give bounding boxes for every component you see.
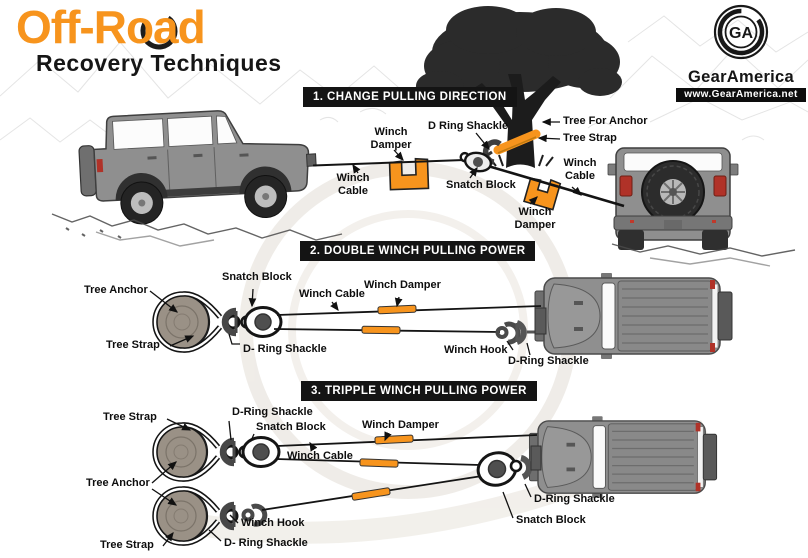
label-tree-anchor: Tree Anchor — [86, 477, 150, 489]
ground-rocks — [51, 213, 796, 267]
snatch-block-s3-top — [238, 436, 281, 468]
label-winch-cable: Winch Cable — [299, 288, 365, 300]
label-snatch-block: Snatch Block — [446, 179, 516, 191]
poster-title: Off-Road Recovery Techniques — [16, 4, 282, 77]
jeep-top-view-s2 — [534, 272, 733, 360]
label-winch-damper: Winch Damper — [370, 126, 412, 151]
label-d-ring-shackle: D-Ring Shackle — [534, 493, 615, 505]
snatch-block-s2 — [240, 306, 283, 338]
label-tree-strap: Tree Strap — [103, 411, 157, 423]
winch-s3 — [530, 445, 542, 471]
jeep-top-view-s3 — [528, 415, 718, 499]
label-d-ring-shackle: D- Ring Shackle — [243, 343, 327, 355]
jeep-rear-view — [607, 147, 739, 250]
winch-damper-s2 — [361, 304, 417, 335]
winch-hook-s2 — [495, 321, 521, 345]
label-winch-damper: Winch Damper — [364, 279, 441, 291]
d-ring-shackle-s3-bottom — [219, 501, 239, 531]
section-3-header: 3. TRIPPLE WINCH PULLING POWER — [301, 381, 537, 401]
label-winch-cable: Winch Cable — [287, 450, 353, 462]
tree-strap-s1 — [493, 129, 541, 155]
label-winch-hook: Winch Hook — [241, 517, 305, 529]
label-tree-strap: Tree Strap — [563, 132, 617, 144]
label-winch-cable: Winch Cable — [336, 172, 370, 197]
winch-s2 — [534, 307, 547, 335]
label-d-ring-shackle: D-Ring Shackle — [508, 355, 589, 367]
label-tree-for-anchor: Tree For Anchor — [563, 115, 648, 127]
label-d-ring-shackle: D-Ring Shackle — [232, 406, 313, 418]
brand-logo: GA GearAmerica www.GearAmerica.net — [676, 4, 806, 102]
label-d-ring-shackle: D Ring Shackle — [428, 120, 509, 132]
d-ring-shackle-s3-top — [219, 437, 239, 467]
label-winch-hook: Winch Hook — [444, 344, 508, 356]
snatch-block-s3-right — [476, 451, 518, 487]
jeep-side-view — [78, 110, 317, 225]
title-subtitle: Recovery Techniques — [36, 50, 282, 76]
label-snatch-block: Snatch Block — [516, 514, 586, 526]
label-winch-damper: Winch Damper — [514, 206, 556, 231]
title-main: Off-Road — [16, 1, 206, 53]
winch-damper-s3 — [351, 434, 414, 501]
label-tree-strap: Tree Strap — [106, 339, 160, 351]
label-winch-cable: Winch Cable — [563, 157, 597, 182]
section-1-header: 1. CHANGE PULLING DIRECTION — [303, 87, 517, 107]
label-snatch-block: Snatch Block — [222, 271, 292, 283]
section-2-header: 2. DOUBLE WINCH PULLING POWER — [300, 241, 536, 261]
brand-initials: GA — [729, 25, 753, 42]
tree-strap-s2 — [152, 291, 223, 353]
label-winch-damper: Winch Damper — [362, 419, 439, 431]
leader-lines — [149, 118, 582, 547]
d-ring-shackle-s2-left — [221, 307, 241, 337]
brush-swirl-decoration — [140, 12, 178, 50]
label-tree-anchor: Tree Anchor — [84, 284, 148, 296]
winch-hook-s3 — [241, 503, 268, 527]
brand-logo-icon: GA — [713, 4, 769, 60]
brand-url: www.GearAmerica.net — [676, 88, 806, 102]
tree-strap-s3-bottom — [152, 486, 221, 546]
label-snatch-block: Snatch Block — [256, 421, 326, 433]
label-d-ring-shackle: D- Ring Shackle — [224, 537, 308, 549]
winch-damper-s1-left — [388, 157, 430, 191]
winch-cable-s1 — [312, 159, 625, 208]
brand-name: GearAmerica — [687, 68, 795, 86]
label-tree-strap: Tree Strap — [100, 539, 154, 551]
